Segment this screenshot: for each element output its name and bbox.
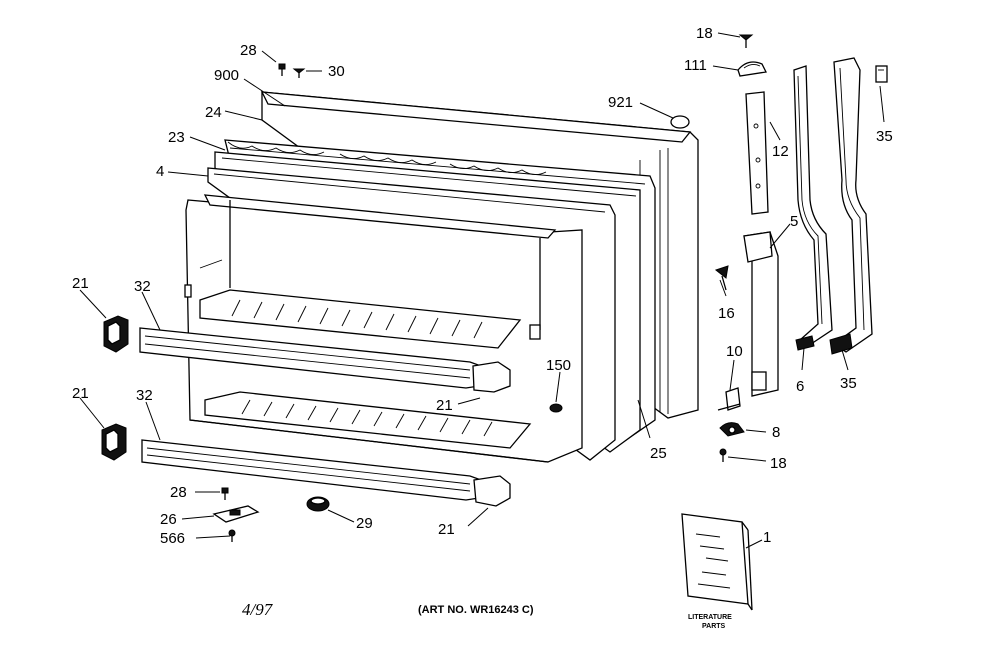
callout-35-top: 35 (876, 128, 893, 145)
art-number: (ART NO. WR16243 C) (418, 604, 534, 616)
callout-150: 150 (546, 357, 571, 374)
callout-26: 26 (160, 511, 177, 528)
literature-booklet (681, 513, 753, 611)
screw-18-top (738, 34, 754, 48)
part-111-clip (737, 61, 767, 77)
callout-21-b: 21 (436, 397, 453, 414)
callout-32-a: 32 (134, 278, 151, 295)
hinge-bracket-5 (743, 231, 779, 397)
shelf-end-cap-left-upper (103, 315, 129, 353)
callout-28-top: 28 (240, 42, 257, 59)
callout-900: 900 (214, 67, 239, 84)
callout-30: 30 (328, 63, 345, 80)
callout-35-bottom: 35 (840, 375, 857, 392)
callout-29: 29 (356, 515, 373, 532)
callout-21-c: 21 (72, 385, 89, 402)
callout-28-bottom: 28 (170, 484, 187, 501)
shelf-bar-lower (141, 439, 511, 507)
callout-4: 4 (156, 163, 164, 180)
part-8-hinge-pin (719, 422, 745, 437)
callout-23: 23 (168, 129, 185, 146)
part-29-plug (306, 496, 330, 512)
part-10-stop (717, 387, 741, 411)
callout-25: 25 (650, 445, 667, 462)
callout-21-a: 21 (72, 275, 89, 292)
leader-lines (79, 32, 885, 549)
door-handle-6 (793, 65, 833, 351)
screw-28-bottom (221, 487, 229, 500)
revision-date: 4/97 (242, 600, 274, 619)
callout-24: 24 (205, 104, 222, 121)
screw-30 (292, 68, 306, 78)
part-35-cap (875, 65, 888, 83)
callout-16: 16 (718, 305, 735, 322)
part-921-plug (670, 115, 690, 129)
literature-label-line2: PARTS (702, 623, 726, 630)
door-inner-liner (184, 194, 583, 463)
callout-12: 12 (772, 143, 789, 160)
callout-1: 1 (763, 529, 771, 546)
callout-6: 6 (796, 378, 804, 395)
callout-32-b: 32 (136, 387, 153, 404)
part-26-plate (212, 505, 260, 523)
callout-111: 111 (684, 57, 707, 74)
hinge-plate-12 (745, 91, 769, 215)
callout-21-d: 21 (438, 521, 455, 538)
callout-10: 10 (726, 343, 743, 360)
callout-labels: 18 111 28 30 900 921 24 12 35 23 4 5 21 … (72, 25, 893, 630)
callout-8: 8 (772, 424, 780, 441)
part-150-plug (549, 403, 563, 413)
door-handle-35 (829, 57, 873, 355)
callout-18-bottom: 18 (770, 455, 787, 472)
screw-566 (228, 529, 236, 542)
callout-18-top: 18 (696, 25, 713, 42)
callout-5: 5 (790, 213, 798, 230)
screw-16 (714, 265, 729, 291)
shelf-bar-upper (139, 327, 511, 393)
callout-566: 566 (160, 530, 185, 547)
screw-28-top (278, 63, 286, 76)
shelf-end-cap-left-lower (101, 423, 127, 461)
screw-18-bottom (719, 448, 727, 462)
literature-label-line1: LITERATURE (688, 614, 732, 621)
callout-921: 921 (608, 94, 633, 111)
